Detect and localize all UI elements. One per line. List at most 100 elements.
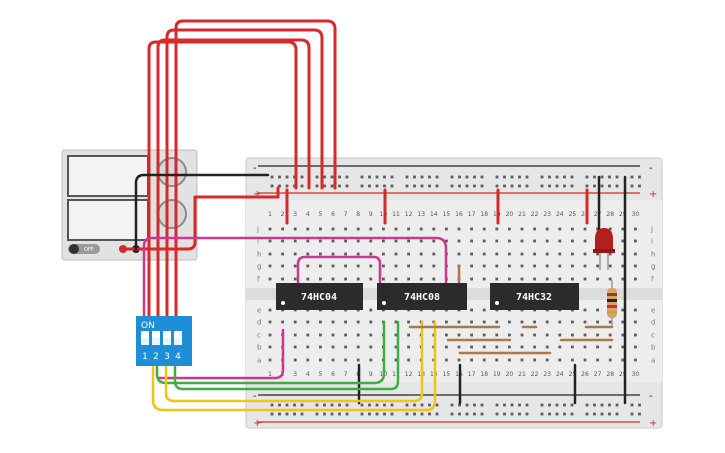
breadboard-hole[interactable]	[545, 320, 549, 324]
breadboard-hole[interactable]	[558, 345, 562, 349]
breadboard-hole[interactable]	[545, 277, 549, 281]
breadboard-hole[interactable]	[369, 345, 373, 349]
breadboard-hole[interactable]	[533, 252, 536, 256]
breadboard-hole[interactable]	[390, 412, 394, 416]
breadboard-hole[interactable]	[306, 333, 310, 337]
breadboard-hole[interactable]	[520, 252, 524, 256]
breadboard-hole[interactable]	[495, 403, 499, 407]
breadboard-hole[interactable]	[473, 175, 476, 179]
breadboard-hole[interactable]	[571, 264, 574, 268]
breadboard-hole[interactable]	[638, 175, 641, 179]
breadboard-hole[interactable]	[533, 277, 536, 281]
breadboard-hole[interactable]	[300, 175, 304, 179]
breadboard-hole[interactable]	[356, 345, 360, 349]
breadboard-hole[interactable]	[394, 320, 398, 324]
breadboard-hole[interactable]	[268, 252, 272, 256]
breadboard-hole[interactable]	[465, 184, 469, 188]
breadboard-hole[interactable]	[394, 264, 398, 268]
breadboard-hole[interactable]	[369, 239, 373, 243]
breadboard-hole[interactable]	[407, 264, 410, 268]
breadboard-hole[interactable]	[570, 175, 574, 179]
breadboard-hole[interactable]	[306, 345, 310, 349]
breadboard-hole[interactable]	[458, 175, 461, 179]
breadboard-hole[interactable]	[495, 252, 499, 256]
breadboard-hole[interactable]	[319, 333, 322, 337]
power-supply[interactable]: OFF	[61, 149, 198, 261]
breadboard-hole[interactable]	[520, 320, 524, 324]
breadboard-hole[interactable]	[419, 277, 423, 281]
breadboard-hole[interactable]	[634, 277, 637, 281]
breadboard-hole[interactable]	[458, 412, 461, 416]
breadboard-hole[interactable]	[473, 184, 476, 188]
breadboard-hole[interactable]	[293, 358, 297, 362]
breadboard-hole[interactable]	[545, 358, 549, 362]
breadboard-hole[interactable]	[585, 412, 589, 416]
breadboard-hole[interactable]	[268, 264, 272, 268]
breadboard-hole[interactable]	[270, 184, 274, 188]
breadboard-hole[interactable]	[323, 175, 326, 179]
breadboard-hole[interactable]	[555, 184, 559, 188]
breadboard-hole[interactable]	[583, 264, 587, 268]
breadboard-hole[interactable]	[394, 252, 398, 256]
breadboard-hole[interactable]	[428, 175, 431, 179]
breadboard-hole[interactable]	[293, 252, 297, 256]
breadboard-hole[interactable]	[540, 412, 544, 416]
breadboard-hole[interactable]	[638, 412, 641, 416]
breadboard-hole[interactable]	[634, 264, 637, 268]
breadboard-hole[interactable]	[495, 358, 499, 362]
breadboard-hole[interactable]	[368, 184, 371, 188]
breadboard-hole[interactable]	[281, 277, 284, 281]
breadboard-hole[interactable]	[356, 239, 360, 243]
breadboard-hole[interactable]	[323, 403, 326, 407]
breadboard-hole[interactable]	[470, 277, 473, 281]
breadboard-hole[interactable]	[382, 239, 385, 243]
breadboard-hole[interactable]	[407, 345, 410, 349]
breadboard-hole[interactable]	[278, 184, 281, 188]
breadboard-hole[interactable]	[285, 175, 289, 179]
breadboard-hole[interactable]	[383, 175, 386, 179]
breadboard-hole[interactable]	[356, 277, 360, 281]
breadboard-hole[interactable]	[555, 175, 559, 179]
breadboard-hole[interactable]	[571, 345, 574, 349]
breadboard-hole[interactable]	[558, 239, 562, 243]
breadboard-hole[interactable]	[482, 264, 486, 268]
breadboard-hole[interactable]	[545, 333, 549, 337]
breadboard-hole[interactable]	[281, 264, 284, 268]
breadboard-hole[interactable]	[331, 277, 335, 281]
breadboard-hole[interactable]	[545, 252, 549, 256]
breadboard-hole[interactable]	[585, 184, 589, 188]
breadboard-hole[interactable]	[457, 227, 461, 231]
breadboard-hole[interactable]	[413, 412, 416, 416]
breadboard-hole[interactable]	[413, 175, 416, 179]
breadboard-hole[interactable]	[356, 264, 360, 268]
breadboard-hole[interactable]	[356, 333, 360, 337]
breadboard-hole[interactable]	[525, 184, 529, 188]
breadboard-hole[interactable]	[407, 239, 410, 243]
breadboard-hole[interactable]	[368, 403, 371, 407]
breadboard-hole[interactable]	[495, 175, 499, 179]
breadboard-hole[interactable]	[420, 412, 424, 416]
breadboard-hole[interactable]	[508, 320, 511, 324]
breadboard-hole[interactable]	[571, 227, 574, 231]
breadboard-hole[interactable]	[482, 320, 486, 324]
breadboard-hole[interactable]	[558, 227, 562, 231]
breadboard-hole[interactable]	[330, 403, 334, 407]
breadboard-hole[interactable]	[596, 264, 599, 268]
breadboard-hole[interactable]	[457, 345, 461, 349]
breadboard-hole[interactable]	[323, 184, 326, 188]
breadboard-hole[interactable]	[268, 277, 272, 281]
yellow-wires[interactable]	[151, 320, 437, 412]
brown-wires[interactable]	[408, 264, 614, 355]
breadboard-hole[interactable]	[482, 252, 486, 256]
breadboard-hole[interactable]	[268, 239, 272, 243]
breadboard-hole[interactable]	[520, 264, 524, 268]
breadboard-hole[interactable]	[482, 333, 486, 337]
breadboard-hole[interactable]	[470, 308, 473, 312]
breadboard-hole[interactable]	[508, 252, 511, 256]
breadboard-hole[interactable]	[390, 403, 394, 407]
breadboard-hole[interactable]	[570, 403, 574, 407]
breadboard-hole[interactable]	[293, 239, 297, 243]
breadboard-hole[interactable]	[545, 345, 549, 349]
breadboard-hole[interactable]	[450, 175, 454, 179]
